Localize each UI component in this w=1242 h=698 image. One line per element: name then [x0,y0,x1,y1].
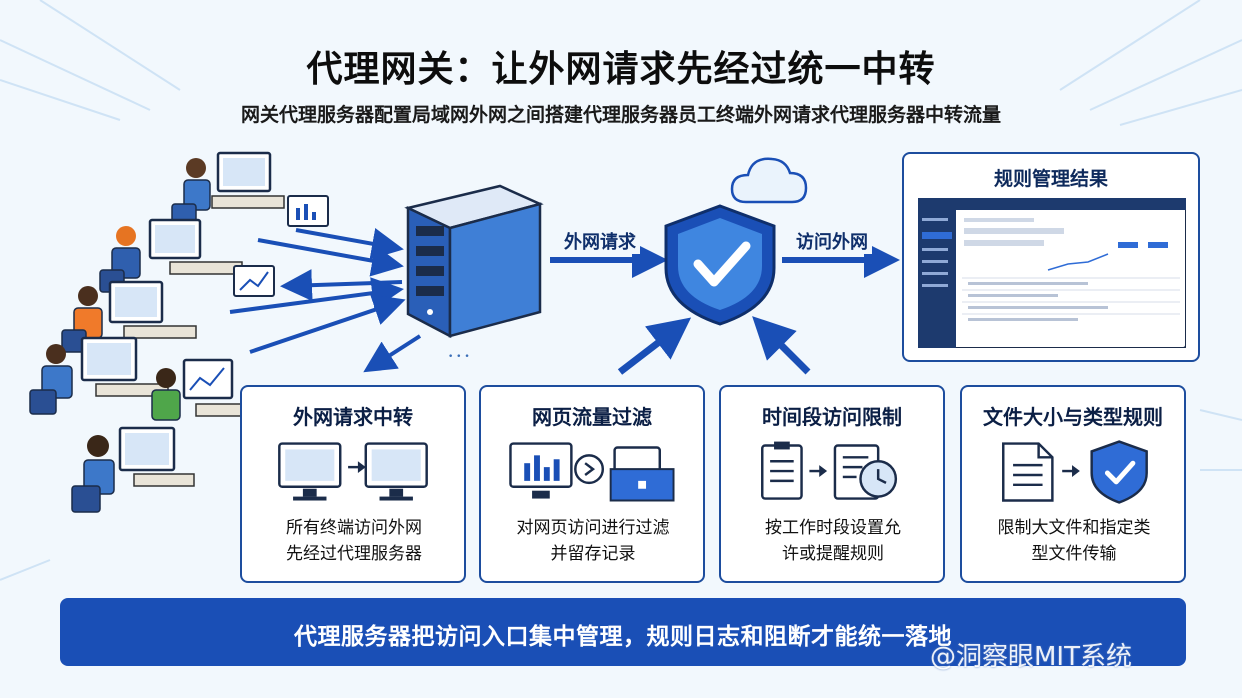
access-label: 访问外网 [792,228,872,254]
workstation-4 [29,336,169,415]
feature-card-time-limit: 时间段访问限制 按工作时段设置允 许或提醒规则 [719,385,945,583]
terminal-to-server-arrows [229,228,422,373]
gateway-shield-icon [664,204,776,326]
forwarding-icons [278,442,428,501]
workstation-1 [171,151,285,227]
server-caption: • • • [448,352,470,362]
card-desc-line-2: 型文件传输 [1031,544,1117,564]
card-desc-line-1: 对网页访问进行过滤 [516,518,670,538]
feature-card-filtering: 网页流量过滤 对网页访问进行过滤 并留存记录 [479,385,705,583]
card-title: 外网请求中转 [293,405,413,429]
banner-text: 代理服务器把访问入口集中管理，规则日志和阻断才能统一落地 [294,624,952,650]
proxy-server-icon [404,184,544,339]
file-rules-icons [1002,440,1148,504]
watermark: @洞察眼MIT系统 [930,642,1132,672]
workstation-6 [71,426,195,513]
card-desc-line-1: 限制大文件和指定类 [997,518,1151,538]
card-desc-line-1: 所有终端访问外网 [286,518,422,538]
workstation-3 [61,280,197,353]
filtering-icons [509,442,675,502]
card-desc-line-1: 按工作时段设置允 [765,518,901,538]
time-limit-icons [761,441,898,500]
feature-card-forwarding: 外网请求中转 所有终端访问外网 先经过代理服务器 [240,385,466,583]
rules-screenshot [918,198,1186,348]
card-desc-line-2: 许或提醒规则 [782,544,884,564]
card-title: 网页流量过滤 [532,405,652,429]
card-title: 时间段访问限制 [762,405,902,429]
card-title: 文件大小与类型规则 [983,405,1163,429]
employee-workstations [29,151,329,513]
card-desc-line-2: 并留存记录 [550,544,636,564]
cloud-icon [730,157,808,204]
request-label: 外网请求 [560,228,640,254]
card-desc-line-2: 先经过代理服务器 [286,544,422,564]
rules-panel: 规则管理结果 [902,152,1200,362]
summary-banner: 代理服务器把访问入口集中管理，规则日志和阻断才能统一落地 [60,598,1186,666]
page-subtitle: 网关代理服务器配置局域网外网之间搭建代理服务器员工终端外网请求代理服务器中转流量 [240,104,1001,126]
feature-card-file-rules: 文件大小与类型规则 限制大文件和指定类 型文件传输 [960,385,1186,583]
page-title: 代理网关：让外网请求先经过统一中转 [306,49,936,90]
rules-panel-title: 规则管理结果 [993,168,1108,190]
